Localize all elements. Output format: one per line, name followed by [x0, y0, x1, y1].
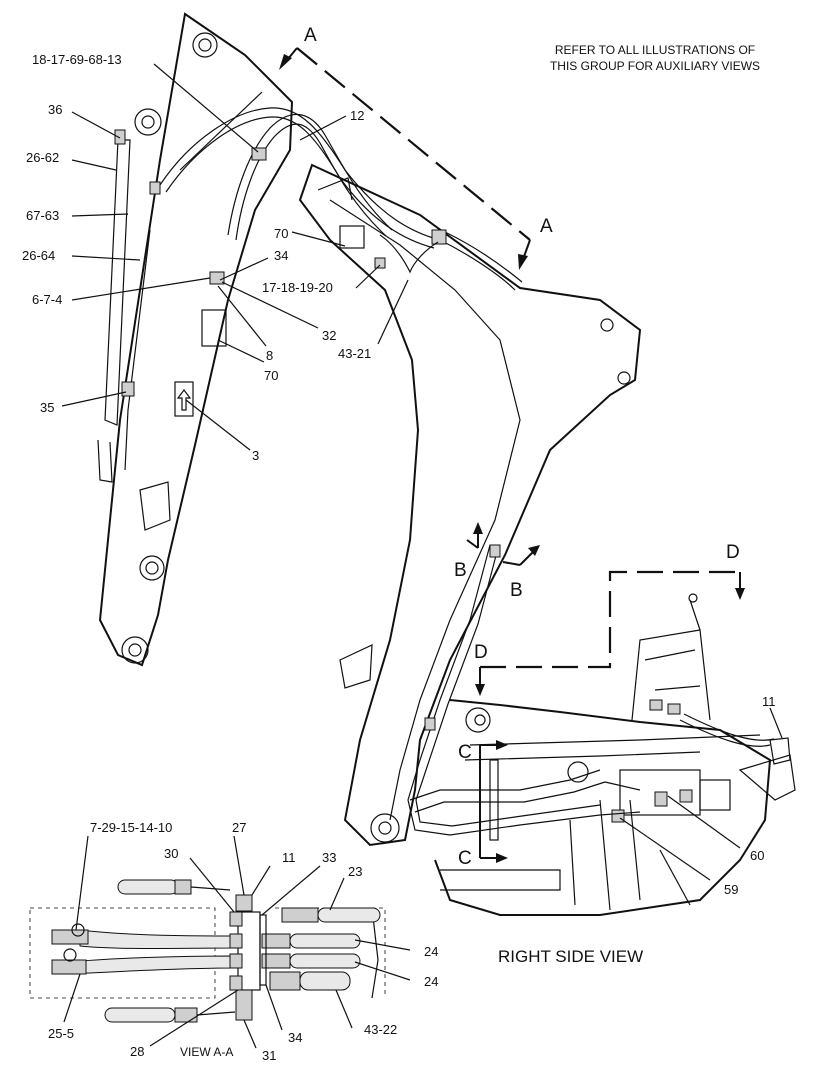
section-mark-a-top: A — [304, 25, 317, 46]
section-mark-c-bottom: C — [458, 848, 472, 869]
inset-callout-24-a: 24 — [424, 944, 438, 959]
inset-callout-27: 27 — [232, 820, 246, 835]
callout-12: 12 — [350, 108, 364, 123]
view-title: RIGHT SIDE VIEW — [498, 947, 643, 966]
decal-70-b — [201, 309, 227, 347]
inset-callout-28: 28 — [130, 1044, 144, 1059]
decal-70-a — [339, 225, 365, 249]
section-mark-d-right: D — [726, 542, 740, 563]
inset-callout-31: 31 — [262, 1048, 276, 1063]
section-mark-d-left: D — [474, 642, 488, 663]
note-line-1: REFER TO ALL ILLUSTRATIONS OF — [555, 43, 755, 57]
arrow-decal-icon — [176, 389, 192, 411]
inset-callout-33: 33 — [322, 850, 336, 865]
callout-60: 60 — [750, 848, 764, 863]
callout-70-a: 70 — [274, 226, 288, 241]
callout-70-b: 70 — [264, 368, 278, 383]
callout-11: 11 — [762, 694, 776, 709]
callout-32: 32 — [322, 328, 336, 343]
inset-callout-23: 23 — [348, 864, 362, 879]
inset-callout-25-5: 25-5 — [48, 1026, 74, 1041]
callout-35: 35 — [40, 400, 54, 415]
inset-view-title: VIEW A-A — [180, 1045, 233, 1059]
inset-callout-7-29-15-14-10: 7-29-15-14-10 — [90, 820, 172, 835]
callout-43-21: 43-21 — [338, 346, 371, 361]
callout-3: 3 — [252, 448, 259, 463]
boom — [298, 163, 642, 847]
callout-59: 59 — [724, 882, 738, 897]
inset-callout-34: 34 — [288, 1030, 302, 1045]
callout-18-17-69-68-13: 18-17-69-68-13 — [32, 52, 122, 67]
leader-lines — [61, 63, 783, 1049]
inset-view-a-a — [29, 879, 386, 1023]
machine-frame — [434, 593, 796, 916]
callout-8: 8 — [266, 348, 273, 363]
section-mark-c-top: C — [458, 742, 472, 763]
note-line-2: THIS GROUP FOR AUXILIARY VIEWS — [550, 59, 760, 73]
callout-67-63: 67-63 — [26, 208, 59, 223]
inset-callout-11: 11 — [282, 850, 296, 865]
inset-callout-43-22: 43-22 — [364, 1022, 397, 1037]
section-mark-b-right: B — [510, 580, 523, 601]
callout-36: 36 — [48, 102, 62, 117]
stick-arm — [97, 12, 294, 667]
decal-3 — [174, 381, 194, 417]
section-mark-b-left: B — [454, 560, 467, 581]
section-mark-a-bottom: A — [540, 216, 553, 237]
callout-17-18-19-20: 17-18-19-20 — [262, 280, 333, 295]
inset-callout-30: 30 — [164, 846, 178, 861]
callout-26-64: 26-64 — [22, 248, 55, 263]
inset-callout-24-b: 24 — [424, 974, 438, 989]
callout-34: 34 — [274, 248, 288, 263]
callout-26-62: 26-62 — [26, 150, 59, 165]
hose-routing — [114, 107, 606, 836]
callout-6-7-4: 6-7-4 — [32, 292, 62, 307]
section-lines — [279, 47, 745, 863]
